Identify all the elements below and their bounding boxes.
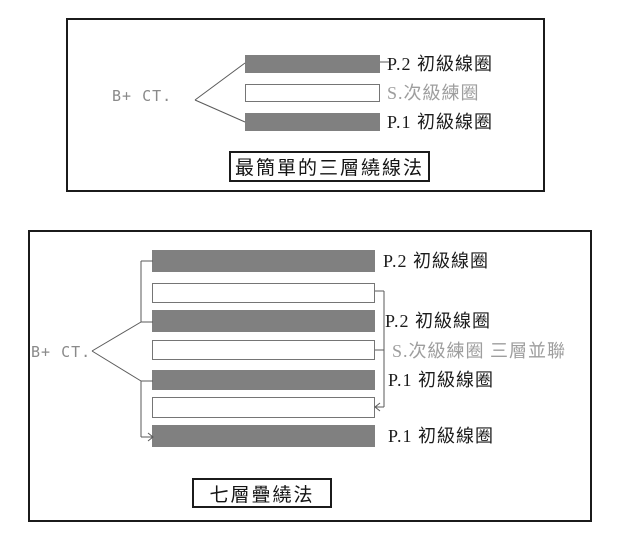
d1-secondary-coil-bar (245, 84, 380, 102)
three-layer-diagram-panel: B+ CT. P.2 初級線圈 S.次級練圈 P.1 初級線圈 最簡單的三層繞線… (66, 18, 545, 192)
d2-p1-coil-label-mid: P.1 初級線圈 (388, 370, 495, 390)
d2-bplus-ct-label: B+ CT. (31, 343, 92, 361)
d1-p2-coil-label: P.2 初級線圈 (387, 54, 494, 74)
d1-p1-primary-coil-bar (245, 113, 380, 131)
d1-p2-primary-coil-bar (245, 55, 380, 73)
d2-secondary-parallel-label: S.次級練圈 三層並聯 (392, 341, 567, 361)
d1-caption-box: 最簡單的三層繞線法 (229, 151, 430, 182)
d2-layer3-p2-primary-bar (152, 310, 375, 332)
d2-layer1-p2-primary-bar (152, 250, 375, 272)
d2-layer5-p1-primary-bar (152, 370, 375, 390)
d1-bplus-ct-label: B+ CT. (112, 87, 173, 105)
d2-p2-coil-label-top: P.2 初級線圈 (383, 251, 490, 271)
d2-p1-coil-label-bottom: P.1 初級線圈 (388, 426, 495, 446)
d2-layer2-secondary-bar (152, 283, 375, 303)
d2-caption-text: 七層疊繞法 (209, 484, 315, 506)
d2-layer7-p1-primary-bar (152, 425, 375, 447)
d1-p1-coil-label: P.1 初級線圈 (387, 112, 494, 132)
d2-p2-coil-label-mid: P.2 初級線圈 (385, 311, 492, 331)
d2-caption-box: 七層疊繞法 (192, 478, 332, 508)
d1-caption-text: 最簡單的三層繞線法 (234, 158, 424, 179)
seven-layer-diagram-panel: B+ CT. P.2 初級線圈 P.2 初級線圈 S.次級練圈 三層並聯 P.1… (28, 230, 592, 522)
d2-layer4-secondary-bar (152, 340, 375, 360)
d2-layer6-secondary-bar (152, 397, 375, 418)
d1-secondary-coil-label: S.次級練圈 (387, 83, 480, 103)
